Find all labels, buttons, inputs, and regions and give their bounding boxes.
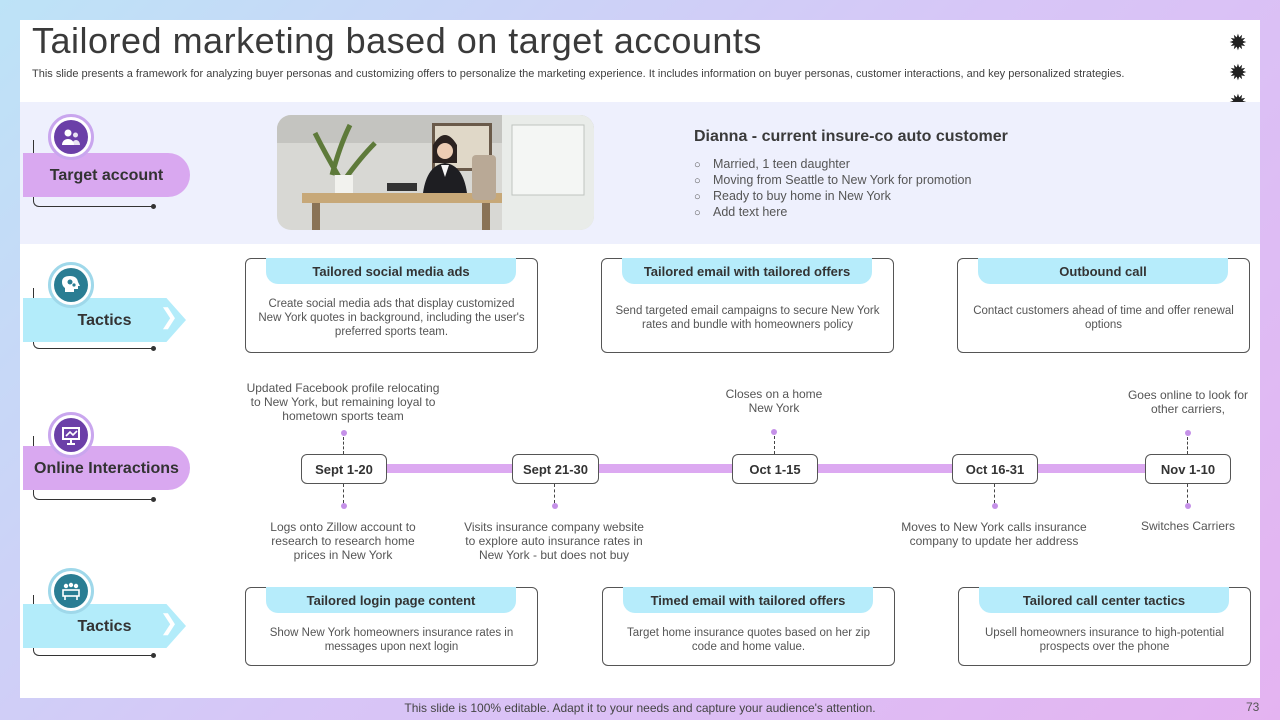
persona-photo <box>277 115 594 230</box>
timeline-date: Sept 1-20 <box>301 454 387 484</box>
timeline-connector <box>774 436 775 454</box>
persona-detail: ○ Add text here <box>694 204 971 220</box>
tactic-card-body: Create social media ads that display cus… <box>258 298 525 338</box>
timeline-event: Visits insurance company website to expl… <box>464 520 644 562</box>
timeline-event: Closes on a home New York <box>725 387 823 415</box>
row-label-tactics-bottom: Tactics ❯ <box>23 604 186 648</box>
tactic-card-title: Tailored email with tailored offers <box>622 258 872 284</box>
tactic-card: Tailored login page content Show New Yor… <box>245 587 538 666</box>
tactic-card: Timed email with tailored offers Target … <box>602 587 895 666</box>
slide-subtitle: This slide presents a framework for anal… <box>32 68 1125 80</box>
tactic-card-title: Timed email with tailored offers <box>623 587 873 613</box>
persona-name: Dianna - current insure-co auto customer <box>694 128 1008 145</box>
row-label-text: Tactics <box>77 617 132 635</box>
circle-bullet-icon: ○ <box>694 191 701 203</box>
row-label-target-account: Target account <box>23 153 190 197</box>
user-group-icon <box>48 114 94 160</box>
circle-bullet-icon: ○ <box>694 207 701 219</box>
timeline-connector <box>1187 484 1188 503</box>
slide-title: Tailored marketing based on target accou… <box>32 20 762 61</box>
timeline-event: Switches Carriers <box>1140 519 1236 533</box>
row-label-text: Target account <box>49 166 164 184</box>
timeline-date: Oct 1-15 <box>732 454 818 484</box>
timeline-dot <box>1185 503 1191 509</box>
tactic-card: Tailored email with tailored offers Send… <box>601 258 894 353</box>
tactic-card-title: Tailored social media ads <box>266 258 516 284</box>
timeline-dot <box>341 430 347 436</box>
timeline-event: Moves to New York calls insurance compan… <box>901 520 1087 548</box>
head-gears-icon <box>48 262 94 308</box>
tactic-card: Tailored social media ads Create social … <box>245 258 538 353</box>
presentation-board-icon <box>48 412 94 458</box>
row-label-online-interactions: Online Interactions <box>23 446 190 490</box>
persona-detail-text: Married, 1 teen daughter <box>713 157 850 171</box>
timeline-date: Sept 21-30 <box>512 454 599 484</box>
timeline-dot <box>1185 430 1191 436</box>
timeline-connector <box>343 437 344 454</box>
timeline-dot <box>771 429 777 435</box>
persona-detail: ○ Moving from Seattle to New York for pro… <box>694 172 971 188</box>
row-label-tactics-top: Tactics ❯ <box>23 298 186 342</box>
tactic-card-title: Tailored login page content <box>266 587 516 613</box>
sparkle-icon: ✹ <box>1228 30 1248 55</box>
chevron-right-icon: ❯ <box>159 610 178 635</box>
persona-detail: ○ Married, 1 teen daughter <box>694 156 971 172</box>
tactic-card-body: Show New York homeowners insurance rates… <box>269 627 514 653</box>
persona-detail: ○ Ready to buy home in New York <box>694 188 971 204</box>
tactic-card: Outbound call Contact customers ahead of… <box>957 258 1250 353</box>
timeline-dot <box>341 503 347 509</box>
chevron-right-icon: ❯ <box>159 304 178 329</box>
timeline-connector <box>343 484 344 503</box>
tactic-card-body: Send targeted email campaigns to secure … <box>615 305 880 331</box>
persona-detail-text: Moving from Seattle to New York for prom… <box>713 173 972 187</box>
page-number: 73 <box>1246 700 1260 714</box>
timeline-dot <box>552 503 558 509</box>
persona-band <box>20 102 1260 244</box>
team-meeting-icon <box>48 568 94 614</box>
timeline-event: Updated Facebook profile relocating to N… <box>246 381 440 423</box>
timeline-event: Logs onto Zillow account to research to … <box>270 520 416 562</box>
tactic-card: Tailored call center tactics Upsell home… <box>958 587 1251 666</box>
tactic-card-body: Target home insurance quotes based on he… <box>627 627 870 653</box>
sparkle-icon: ✹ <box>1228 60 1248 85</box>
row-label-text: Tactics <box>77 311 132 329</box>
persona-detail-text: Add text here <box>713 205 788 219</box>
timeline-date: Oct 16-31 <box>952 454 1038 484</box>
timeline-date: Nov 1-10 <box>1145 454 1231 484</box>
timeline-dot <box>992 503 998 509</box>
persona-detail-text: Ready to buy home in New York <box>713 189 891 203</box>
row-label-text: Online Interactions <box>34 459 179 477</box>
tactic-card-title: Outbound call <box>978 258 1228 284</box>
circle-bullet-icon: ○ <box>694 159 701 171</box>
tactic-card-title: Tailored call center tactics <box>979 587 1229 613</box>
tactic-card-body: Upsell homeowners insurance to high-pote… <box>984 627 1225 653</box>
timeline-connector <box>1187 437 1188 454</box>
slide-footer: This slide is 100% editable. Adapt it to… <box>404 701 876 715</box>
timeline-connector <box>554 484 555 503</box>
tactic-card-body: Contact customers ahead of time and offe… <box>973 305 1234 331</box>
circle-bullet-icon: ○ <box>694 175 701 187</box>
timeline-event: Goes online to look for other carriers, <box>1127 388 1249 416</box>
timeline-connector <box>994 484 995 503</box>
persona-details: ○ Married, 1 teen daughter ○ Moving from S… <box>694 156 971 220</box>
